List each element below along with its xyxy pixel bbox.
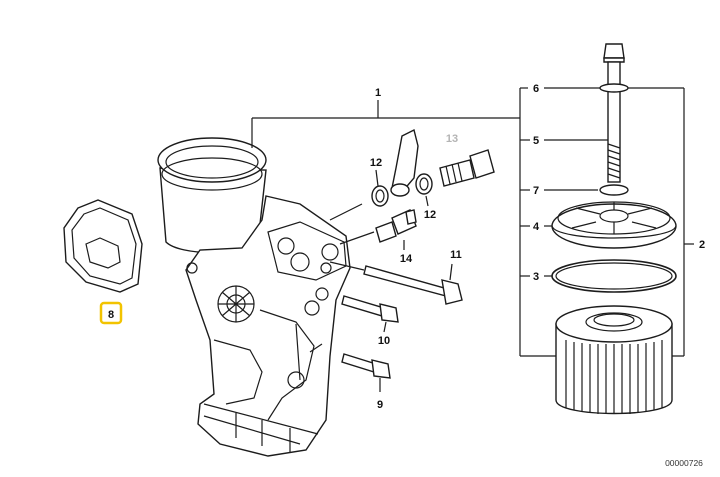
callout-10: 10 [378,335,390,347]
callout-6: 6 [533,83,539,95]
gasket-part-8[interactable] [63,199,143,293]
cover-part-4[interactable] [551,201,677,249]
bolt-part-11[interactable] [363,265,463,305]
callout-5: 5 [533,135,539,147]
bolt-part-10[interactable] [341,295,399,323]
callout-2: 2 [699,239,705,251]
filter-housing-part-1[interactable] [157,137,351,457]
o-ring-part-3[interactable] [551,259,677,293]
bolt-part-9[interactable] [341,353,391,379]
hose-fitting[interactable] [371,128,433,207]
callout-13: 13 [446,133,458,145]
callout-4: 4 [533,221,540,233]
callout-12-lower: 12 [424,209,436,221]
callout-8: 8 [108,309,114,321]
callout-8-highlight [99,301,123,325]
sensor-part-14[interactable] [375,209,417,243]
callout-9: 9 [377,399,383,411]
screw-plug-part-13[interactable] [439,149,495,187]
callout-7: 7 [533,185,539,197]
drawing-reference-number: 00000726 [665,458,703,468]
callout-11: 11 [450,249,462,261]
filter-element[interactable] [555,305,673,415]
callout-12-upper: 12 [370,157,382,169]
callout-1: 1 [375,87,381,99]
o-ring-part-7[interactable] [599,184,629,196]
callout-3: 3 [533,271,539,283]
center-bolt-parts-5-6[interactable] [599,43,629,183]
callout-14: 14 [400,253,413,265]
